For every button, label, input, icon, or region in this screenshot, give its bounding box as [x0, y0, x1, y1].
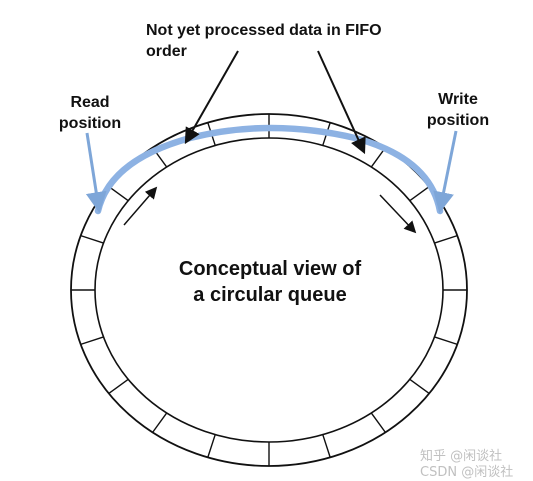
- annotation-pointer-right: [317, 50, 366, 155]
- slot-dividers: [71, 114, 467, 466]
- pending-data-highlight-arc: [94, 124, 444, 215]
- slot-divider: [108, 378, 129, 395]
- write-position-label: Write position: [426, 91, 490, 129]
- slot-divider: [322, 434, 331, 458]
- read-position-pointer: [85, 132, 107, 214]
- write-position-pointer: [433, 130, 458, 214]
- slot-divider: [370, 412, 386, 433]
- slot-divider: [80, 234, 104, 244]
- pending-data-annotation: Not yet processed data in FIFO order: [146, 22, 382, 60]
- slot-divider: [80, 336, 104, 346]
- slot-divider: [152, 412, 168, 433]
- slot-divider: [207, 434, 216, 458]
- slot-divider: [434, 234, 458, 244]
- direction-arrow-right: [379, 194, 417, 234]
- slot-divider: [409, 185, 430, 202]
- direction-arrow-left: [123, 186, 158, 226]
- watermark: 知乎 @闲谈社 CSDN @闲谈社: [420, 449, 514, 480]
- annotation-pointer-left: [184, 50, 239, 145]
- read-position-label: Read position: [58, 94, 122, 132]
- diagram-title-line-1: Conceptual view of: [178, 258, 362, 280]
- slot-divider: [108, 185, 129, 202]
- slot-divider: [409, 378, 430, 395]
- slot-divider: [434, 336, 458, 346]
- diagram-title-line-2: a circular queue: [193, 284, 347, 306]
- queue-ring: [70, 113, 468, 467]
